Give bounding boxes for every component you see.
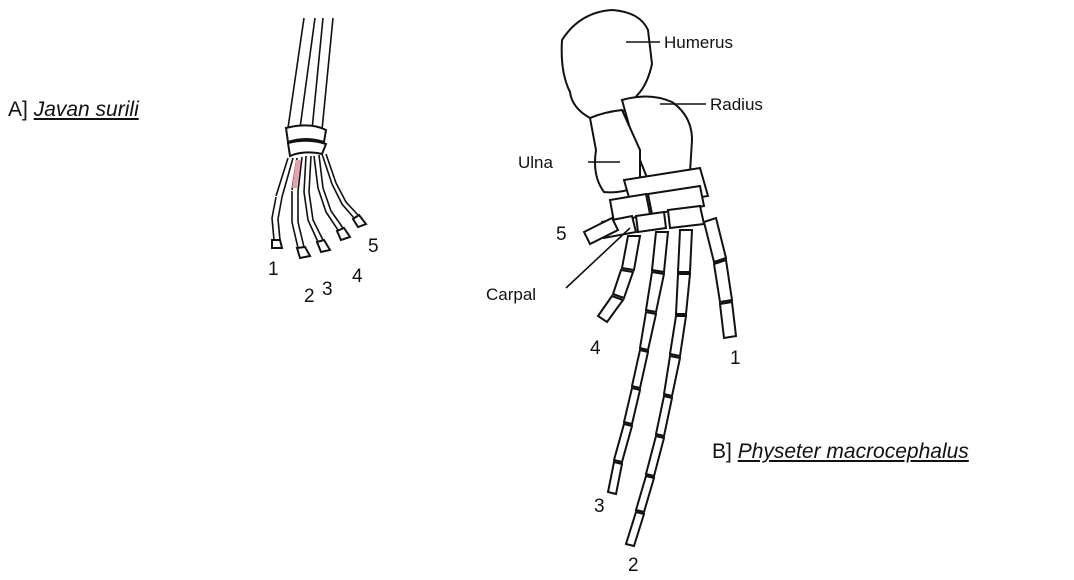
surili-digit-1: 1 bbox=[268, 259, 279, 280]
whale-digit-5: 5 bbox=[556, 224, 567, 245]
javan-surili-limb: 1 2 3 4 5 bbox=[268, 18, 379, 307]
caption-b: B] Physeter macrocephalus bbox=[712, 440, 969, 464]
caption-b-species: Physeter macrocephalus bbox=[738, 440, 969, 463]
surili-digit-3: 3 bbox=[322, 279, 333, 300]
digit-1-bones bbox=[704, 218, 736, 338]
label-humerus: Humerus bbox=[664, 33, 733, 52]
whale-digit-4: 4 bbox=[590, 338, 601, 359]
label-radius: Radius bbox=[710, 95, 763, 114]
surili-digit-5: 5 bbox=[368, 236, 379, 257]
surili-digit-4: 4 bbox=[352, 266, 363, 287]
sperm-whale-flipper: Humerus Radius Ulna Carpal 1 2 3 4 5 bbox=[486, 10, 763, 575]
carpal-row bbox=[286, 125, 326, 156]
phalanges bbox=[272, 183, 366, 258]
caption-a-species: Javan surili bbox=[34, 98, 139, 121]
whale-digit-3: 3 bbox=[594, 496, 605, 517]
whale-digit-2: 2 bbox=[628, 555, 639, 575]
metacarpals bbox=[276, 154, 336, 197]
forearm-bones bbox=[288, 18, 333, 130]
label-carpal: Carpal bbox=[486, 285, 536, 304]
whale-digit-labels: 1 2 3 4 5 bbox=[556, 224, 741, 575]
caption-a-prefix: A] bbox=[8, 98, 28, 121]
digit-4-bones bbox=[598, 236, 640, 322]
surili-digit-2: 2 bbox=[304, 286, 315, 307]
caption-b-prefix: B] bbox=[712, 440, 732, 463]
label-ulna: Ulna bbox=[518, 153, 554, 172]
caption-a: A] Javan surili bbox=[8, 98, 139, 122]
whale-digit-1: 1 bbox=[730, 348, 741, 369]
